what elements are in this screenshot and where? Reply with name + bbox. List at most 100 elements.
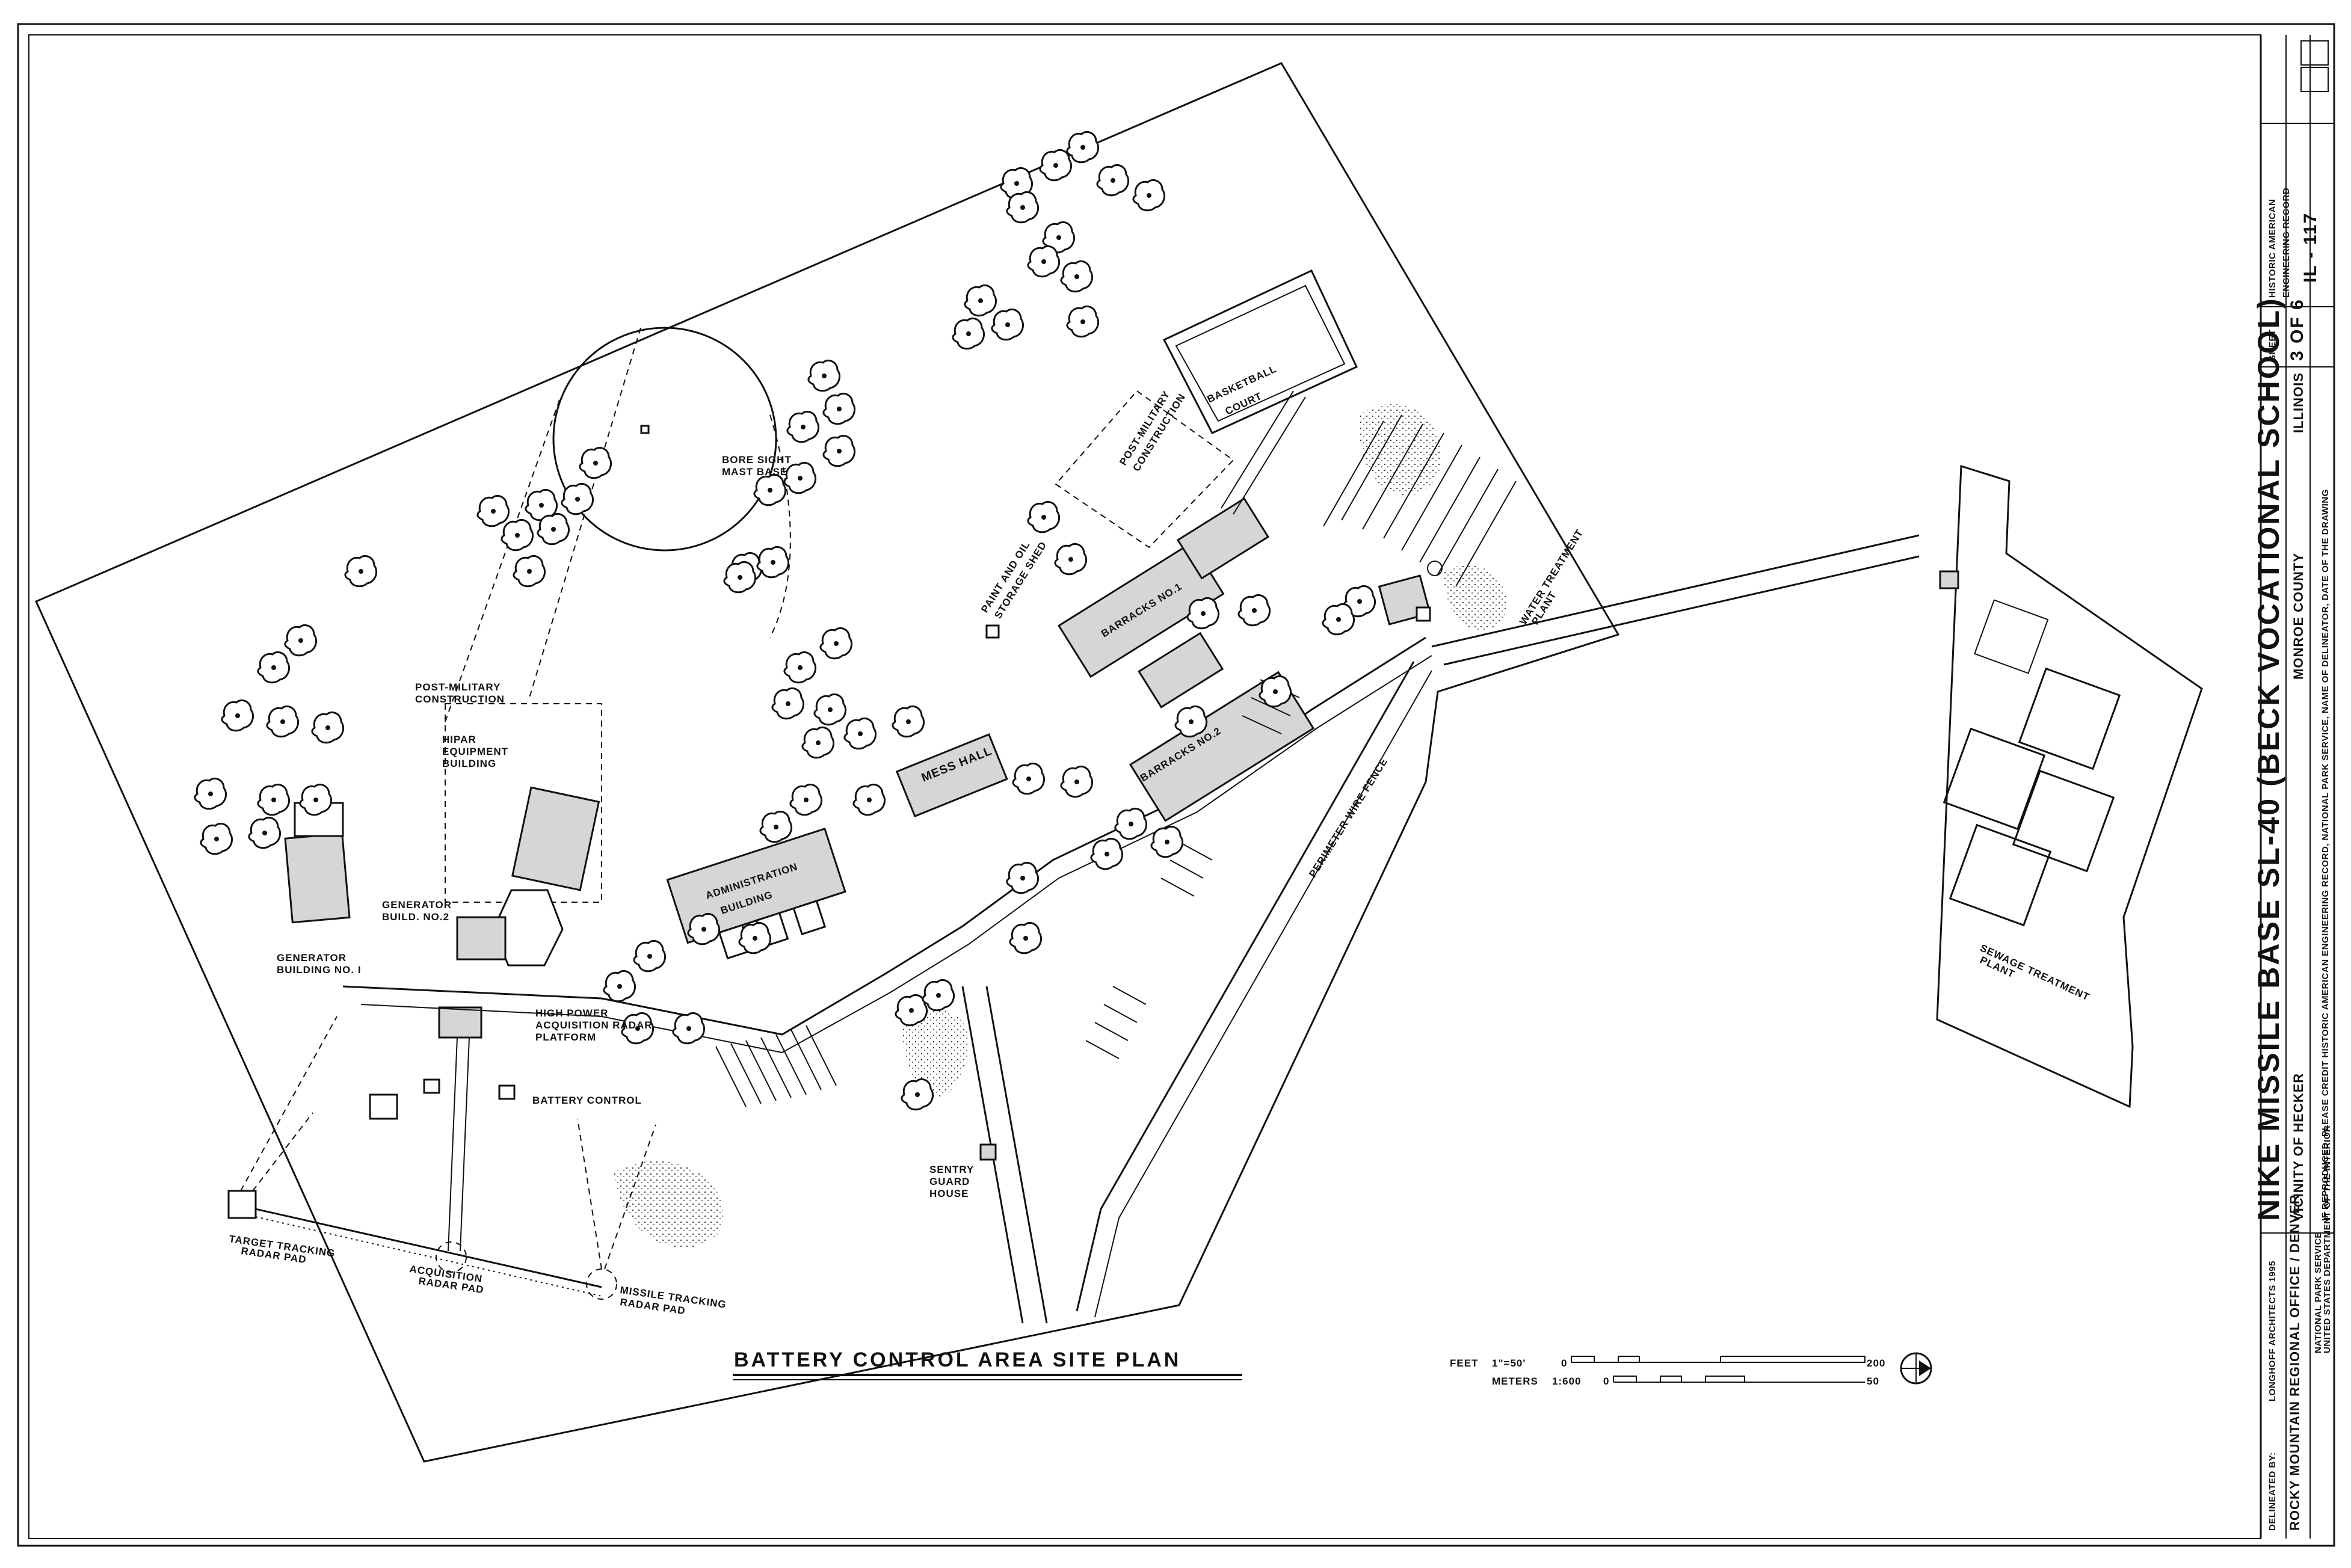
plan-title: BATTERY CONTROL AREA SITE PLAN — [734, 1348, 1181, 1371]
title-vicinity: VICINITY OF HECKER — [2291, 1073, 2306, 1221]
label-hipar-2: EQUIPMENT — [442, 746, 508, 757]
north-arrow-icon — [1900, 1352, 1932, 1385]
scale-meters-bar — [1613, 1376, 1865, 1383]
main-road-inner — [360, 655, 1432, 1054]
bore-sight-circle — [552, 327, 777, 552]
label-hpar-3: PLATFORM — [535, 1031, 596, 1043]
tree-group-center — [723, 359, 925, 759]
scale-meters-ratio: 1:600 — [1552, 1376, 1581, 1387]
label-hpar-1: HIGH POWER — [535, 1007, 608, 1019]
battery-shed-3 — [498, 1084, 516, 1100]
acquisition-pad — [436, 1241, 467, 1273]
basketball-walk-2 — [1233, 396, 1306, 515]
scale-feet-bar — [1571, 1356, 1866, 1363]
basketball-court-inner — [1175, 284, 1346, 422]
label-sentry-1: SENTRY — [929, 1164, 974, 1175]
title-record-id: IL - 117 — [2300, 212, 2320, 283]
bore-sight-mast — [640, 425, 650, 434]
title-agency-1: NATIONAL PARK SERVICE — [2313, 1232, 2323, 1353]
generator-bldg-1 — [284, 832, 351, 924]
title-agency-2: UNITED STATES DEPARTMENT OF THE INTERIOR — [2322, 1125, 2332, 1353]
basketball-court — [1162, 269, 1358, 434]
scale-feet-label: FEET — [1450, 1357, 1478, 1369]
scale-meters-max: 50 — [1867, 1376, 1879, 1387]
label-generator-1a: GENERATOR — [277, 952, 347, 964]
label-hipar-1: HIPAR — [442, 734, 476, 745]
sentry-guard-house — [979, 1143, 997, 1161]
target-ray-b — [252, 1112, 313, 1191]
missile-ray-a — [577, 1118, 602, 1270]
water-pump-house — [1416, 606, 1431, 622]
perimeter-road-2 — [1094, 670, 1432, 1318]
perimeter-road — [1076, 661, 1415, 1312]
stipple-area-3 — [614, 1161, 724, 1248]
post-military-right — [1055, 390, 1234, 549]
sewage-tank-square — [1974, 599, 2049, 674]
title-office: ROCKY MOUNTAIN REGIONAL OFFICE / DENVER — [2287, 1194, 2302, 1531]
outer-border — [17, 23, 2335, 1547]
target-tracking-pad — [227, 1190, 257, 1219]
scale-feet-zero: 0 — [1561, 1357, 1567, 1369]
stipple-area-4 — [1444, 565, 1506, 630]
scale-meters-label: METERS — [1492, 1376, 1538, 1387]
hipar-building — [511, 786, 600, 891]
label-post-military-1b: CONSTRUCTION — [415, 693, 505, 705]
battery-walk — [448, 1037, 458, 1252]
battery-shed-1 — [369, 1093, 398, 1120]
target-ray-a — [240, 1016, 337, 1191]
label-generator-2b: BUILD. NO.2 — [382, 911, 449, 923]
title-state: ILLINOIS — [2291, 372, 2306, 433]
sewage-equipment — [1939, 570, 1959, 589]
hpar-platform — [438, 1006, 482, 1039]
sewage-bed-1 — [2018, 667, 2121, 770]
bore-sight-ray-1 — [445, 399, 560, 722]
entrance-road-b — [985, 986, 1048, 1324]
title-record-2: ENGINEERING RECORD — [2281, 188, 2291, 298]
scale-meters-zero: 0 — [1603, 1376, 1609, 1387]
title-record-1: HISTORIC AMERICAN — [2267, 199, 2278, 298]
label-generator-2a: GENERATOR — [382, 899, 452, 911]
admin-parking-stripes — [715, 1025, 837, 1107]
access-road-bottom — [1443, 555, 1920, 666]
label-sewage-1: SEWAGE TREATMENT — [1978, 942, 2091, 1003]
title-sheet-label: SHEET — [2267, 329, 2278, 361]
label-hpar-2: ACQUISITION RADAR — [535, 1019, 653, 1031]
stipple-area-1 — [902, 1009, 969, 1098]
water-tank — [1427, 561, 1443, 576]
battery-shed-2 — [423, 1078, 440, 1094]
stipple-area-2 — [1359, 404, 1441, 496]
paint-oil-shed — [985, 624, 1000, 639]
scale-feet-max: 200 — [1867, 1357, 1885, 1369]
barracks-2-wing — [1138, 632, 1224, 709]
site-boundary — [35, 62, 1620, 1463]
access-road-top — [1431, 534, 1920, 648]
tree-group-top — [952, 131, 1166, 350]
label-bore-sight: BORE SIGHT — [722, 454, 792, 466]
label-battery-control: BATTERY CONTROL — [532, 1095, 642, 1106]
label-sentry-3: HOUSE — [929, 1188, 969, 1199]
tree-group-admin — [603, 783, 955, 1111]
label-mast-base: MAST BASE — [722, 466, 787, 478]
label-post-military-1a: POST-MILITARY — [415, 681, 501, 693]
label-hipar-3: BUILDING — [442, 758, 496, 769]
radar-axis — [228, 1202, 602, 1288]
title-delineated-label: DELINEATED BY: — [2267, 1452, 2278, 1531]
sewage-parcel — [1936, 464, 2203, 1108]
battery-walk-2 — [460, 1037, 470, 1252]
barracks-1-wing — [1176, 497, 1269, 580]
mess-hall — [895, 733, 1008, 818]
title-block — [2260, 35, 2334, 1539]
title-county: MONROE COUNTY — [2291, 553, 2306, 680]
label-sentry-2: GUARD — [929, 1176, 970, 1187]
title-delineator: LONGHOFF ARCHITECTS 1995 — [2267, 1261, 2278, 1401]
label-generator-1b: BUILDING NO. I — [277, 964, 362, 976]
title-sheet-value: 3 OF 6 — [2287, 298, 2307, 361]
admin-wing-3 — [792, 900, 827, 935]
bore-sight-ray-3 — [769, 414, 791, 638]
sewage-bed-3 — [2012, 769, 2115, 873]
sewage-bed-2 — [1943, 727, 2046, 831]
basketball-walk — [1221, 390, 1294, 509]
label-water-1: WATER TREATMENT — [1517, 527, 1585, 627]
title-site-name: NIKE MISSILE BASE SL-40 (BECK VOCATIONAL… — [2252, 297, 2285, 1221]
generator-bldg-2 — [456, 916, 507, 961]
